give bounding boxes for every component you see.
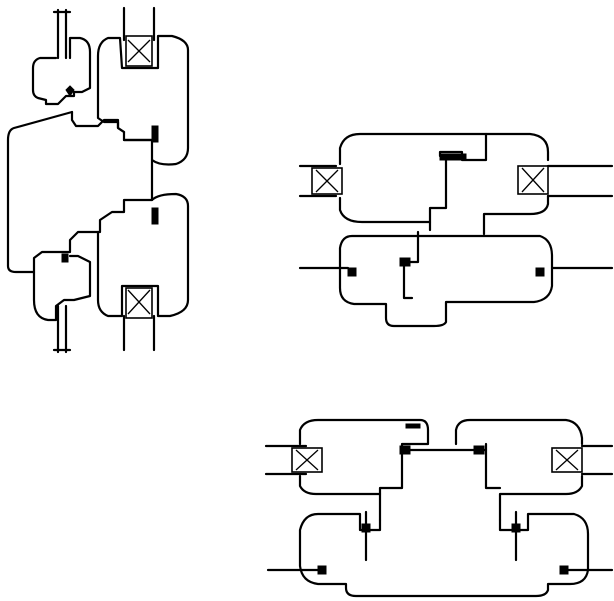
upper-sash-profile-left bbox=[31, 36, 92, 106]
bottom-glass-frame-right bbox=[122, 314, 156, 352]
glazing-cross-right bbox=[521, 167, 545, 193]
seal-upper-left bbox=[65, 85, 75, 97]
glass-left-top bbox=[298, 164, 338, 198]
upper-sash-right bbox=[482, 132, 550, 236]
upper-sash-left bbox=[338, 132, 488, 232]
glazing-cross-bottom-right bbox=[555, 449, 579, 471]
lower-sash-profile-left bbox=[32, 254, 92, 322]
top-glass-pane-left bbox=[52, 8, 72, 60]
main-frame-outline bbox=[6, 110, 154, 274]
lower-sash-seals bbox=[317, 523, 569, 575]
seal-lower-left bbox=[61, 253, 69, 263]
sash-seal-top bbox=[439, 153, 467, 161]
mullion-seals bbox=[399, 423, 485, 455]
frame-seals bbox=[151, 125, 159, 225]
top-glass-frame-right bbox=[122, 6, 156, 42]
lower-seals bbox=[347, 257, 545, 277]
vertical-section-drawing bbox=[6, 6, 190, 354]
glass-right-bottom bbox=[580, 444, 614, 476]
glazing-cross-top bbox=[127, 39, 151, 63]
frame-rebate-top bbox=[70, 110, 126, 134]
lower-sash-profile-right bbox=[96, 192, 190, 318]
double-lower-sash bbox=[298, 512, 590, 598]
lower-sash-divisions bbox=[364, 510, 518, 562]
lower-sash bbox=[338, 234, 554, 328]
glass-right-top bbox=[546, 164, 614, 198]
glazing-cross-left bbox=[315, 169, 339, 193]
glazing-cross-bottom bbox=[127, 289, 151, 315]
bottom-glass-pane-left bbox=[52, 304, 72, 354]
upper-sash-bottom bbox=[338, 196, 432, 224]
glazing-unit-bottom-right bbox=[551, 447, 583, 473]
glass-left-bottom bbox=[264, 444, 308, 476]
double-left-upper-bottom bbox=[298, 474, 382, 496]
horizontal-section-stepped-drawing bbox=[298, 132, 614, 328]
glazing-cross-bottom-left bbox=[295, 449, 319, 471]
double-left-upper-sash bbox=[298, 418, 430, 522]
horizontal-section-double-sash-drawing bbox=[264, 418, 614, 598]
upper-sash-profile-right bbox=[96, 34, 190, 166]
double-right-upper-sash bbox=[454, 418, 584, 522]
